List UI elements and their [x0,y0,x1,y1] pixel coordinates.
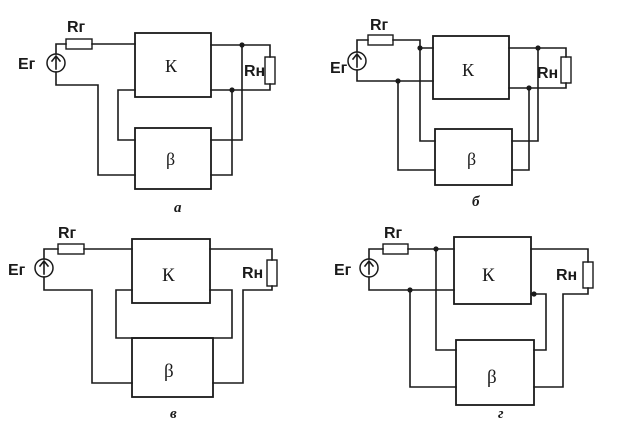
input-top-wire [356,39,434,53]
generator-resistor [382,243,409,255]
feedback-label: β [487,367,497,388]
source-arrow-icon [351,52,363,68]
feedback-block [455,339,535,406]
output-top-to-beta [511,47,539,142]
source-arrow-icon [50,54,62,70]
caption-g: г [498,406,504,422]
inner-feedback-loop [115,289,233,339]
diagram-g: Eг Rг Rн К β г [334,225,594,422]
source-label: Eг [334,262,352,279]
source-label: Eг [18,56,36,73]
junction-dot [395,78,401,84]
output-to-beta [530,293,547,351]
generator-resistor-label: Rг [58,225,77,242]
k-input-to-beta [117,89,136,141]
junction-dot [433,246,439,252]
source-label: Eг [330,60,348,77]
input-bottom-to-beta [397,80,436,171]
amplifier-label: К [165,56,178,76]
load-resistor-label: Rн [537,65,558,82]
generator-resistor [65,38,93,50]
amplifier-block [131,238,211,304]
feedback-label: β [467,149,476,169]
feedback-label: β [166,149,175,169]
source-arrow-icon [363,259,375,275]
input-top-to-beta [419,47,436,142]
input-top-wire [55,43,136,55]
load-resistor-label: Rн [244,63,265,80]
input-bottom-wire [356,69,434,82]
output-bottom-to-beta [511,87,530,171]
amplifier-block [432,35,510,100]
output-wires [209,248,273,384]
junction-dot [407,287,413,293]
junction-dot [417,45,423,51]
junction-dot [531,291,537,297]
load-resistor [560,56,572,84]
amplifier-label: К [162,265,175,286]
caption-a: а [174,200,182,216]
output-bottom-to-beta [210,89,233,176]
input-bottom-to-beta [409,289,457,388]
source-label: Eг [8,262,26,279]
input-bottom-wire [55,71,136,176]
output-wires [530,248,589,388]
output-top-to-beta [210,44,243,141]
amplifier-block [134,32,212,98]
input-top-to-beta [435,248,457,351]
generator-resistor-label: Rг [384,225,403,242]
input-top-wire [368,248,455,260]
amplifier-label: К [482,265,495,286]
generator-resistor [57,243,85,255]
source-arrow-icon [38,259,50,275]
generator-resistor [367,34,394,46]
feedback-block [134,127,212,190]
generator-resistor-label: Rг [67,19,86,36]
diagram-v: Eг Rг Rн К β в [8,225,278,422]
input-bottom-wire [368,276,455,291]
load-resistor [582,261,594,289]
generator-resistor-label: Rг [370,17,389,34]
junction-dot [229,87,235,93]
junction-dot [239,42,245,48]
feedback-block [434,128,513,186]
load-resistor [264,56,276,85]
load-resistor [266,259,278,287]
diagram-b: Eг Rг Rн К β б [330,17,572,210]
feedback-label: β [164,361,174,382]
diagram-a: Eг Rг Rн К β а [18,19,276,216]
junction-dot [535,45,541,51]
amplifier-block [453,236,532,305]
caption-b: б [472,194,480,210]
input-bottom-wire [43,276,133,384]
junction-dot [526,85,532,91]
load-resistor-label: Rн [556,267,577,284]
load-resistor-label: Rн [242,265,263,282]
input-top-wire [43,248,133,260]
caption-v: в [170,406,177,422]
amplifier-label: К [462,60,475,80]
